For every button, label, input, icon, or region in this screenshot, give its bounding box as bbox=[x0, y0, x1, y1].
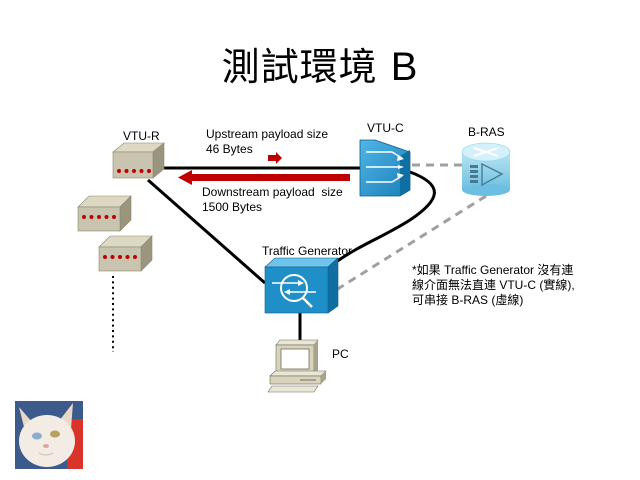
downstream-line1: Downstream payload size bbox=[202, 185, 343, 199]
label-traffic-generator: Traffic Generator bbox=[262, 244, 353, 258]
dashed-link-bras-trafficgen bbox=[335, 194, 487, 292]
label-pc: PC bbox=[332, 347, 349, 361]
traffic-generator-icon bbox=[264, 257, 339, 314]
dslam-icon-vtu-c bbox=[359, 139, 411, 197]
cat-photo bbox=[15, 401, 83, 469]
label-b-ras: B-RAS bbox=[468, 125, 505, 139]
footnote: *如果 Traffic Generator 沒有連 線介面無法直連 VTU-C … bbox=[412, 263, 575, 308]
label-vtu-c: VTU-C bbox=[367, 121, 404, 135]
pc-icon bbox=[267, 339, 327, 393]
slide-title: 測試環境 B bbox=[0, 36, 640, 91]
label-vtu-r: VTU-R bbox=[123, 129, 160, 143]
footnote-line1: *如果 Traffic Generator 沒有連 bbox=[412, 263, 574, 277]
downstream-line2: 1500 Bytes bbox=[202, 200, 263, 214]
upstream-arrow bbox=[268, 152, 282, 164]
link-vtur-trafficgen bbox=[147, 178, 266, 285]
modem-icon-vtu-r bbox=[112, 142, 165, 179]
footnote-line2: 線介面無法直連 VTU-C (實線), bbox=[412, 278, 575, 292]
title-latin: B bbox=[390, 45, 419, 89]
title-cjk: 測試環境 bbox=[221, 45, 378, 89]
downstream-label: Downstream payload size 1500 Bytes bbox=[202, 185, 343, 215]
footnote-line3: 可串接 B-RAS (虛線) bbox=[412, 293, 524, 307]
upstream-line2: 46 Bytes bbox=[206, 142, 253, 156]
modem-icon-2 bbox=[77, 195, 132, 232]
link-vtuc-trafficgen bbox=[335, 170, 436, 264]
router-icon-b-ras bbox=[461, 142, 511, 196]
upstream-label: Upstream payload size 46 Bytes bbox=[206, 127, 328, 157]
downstream-arrow bbox=[178, 170, 350, 185]
modem-icon-3 bbox=[98, 235, 153, 272]
upstream-line1: Upstream payload size bbox=[206, 127, 329, 141]
